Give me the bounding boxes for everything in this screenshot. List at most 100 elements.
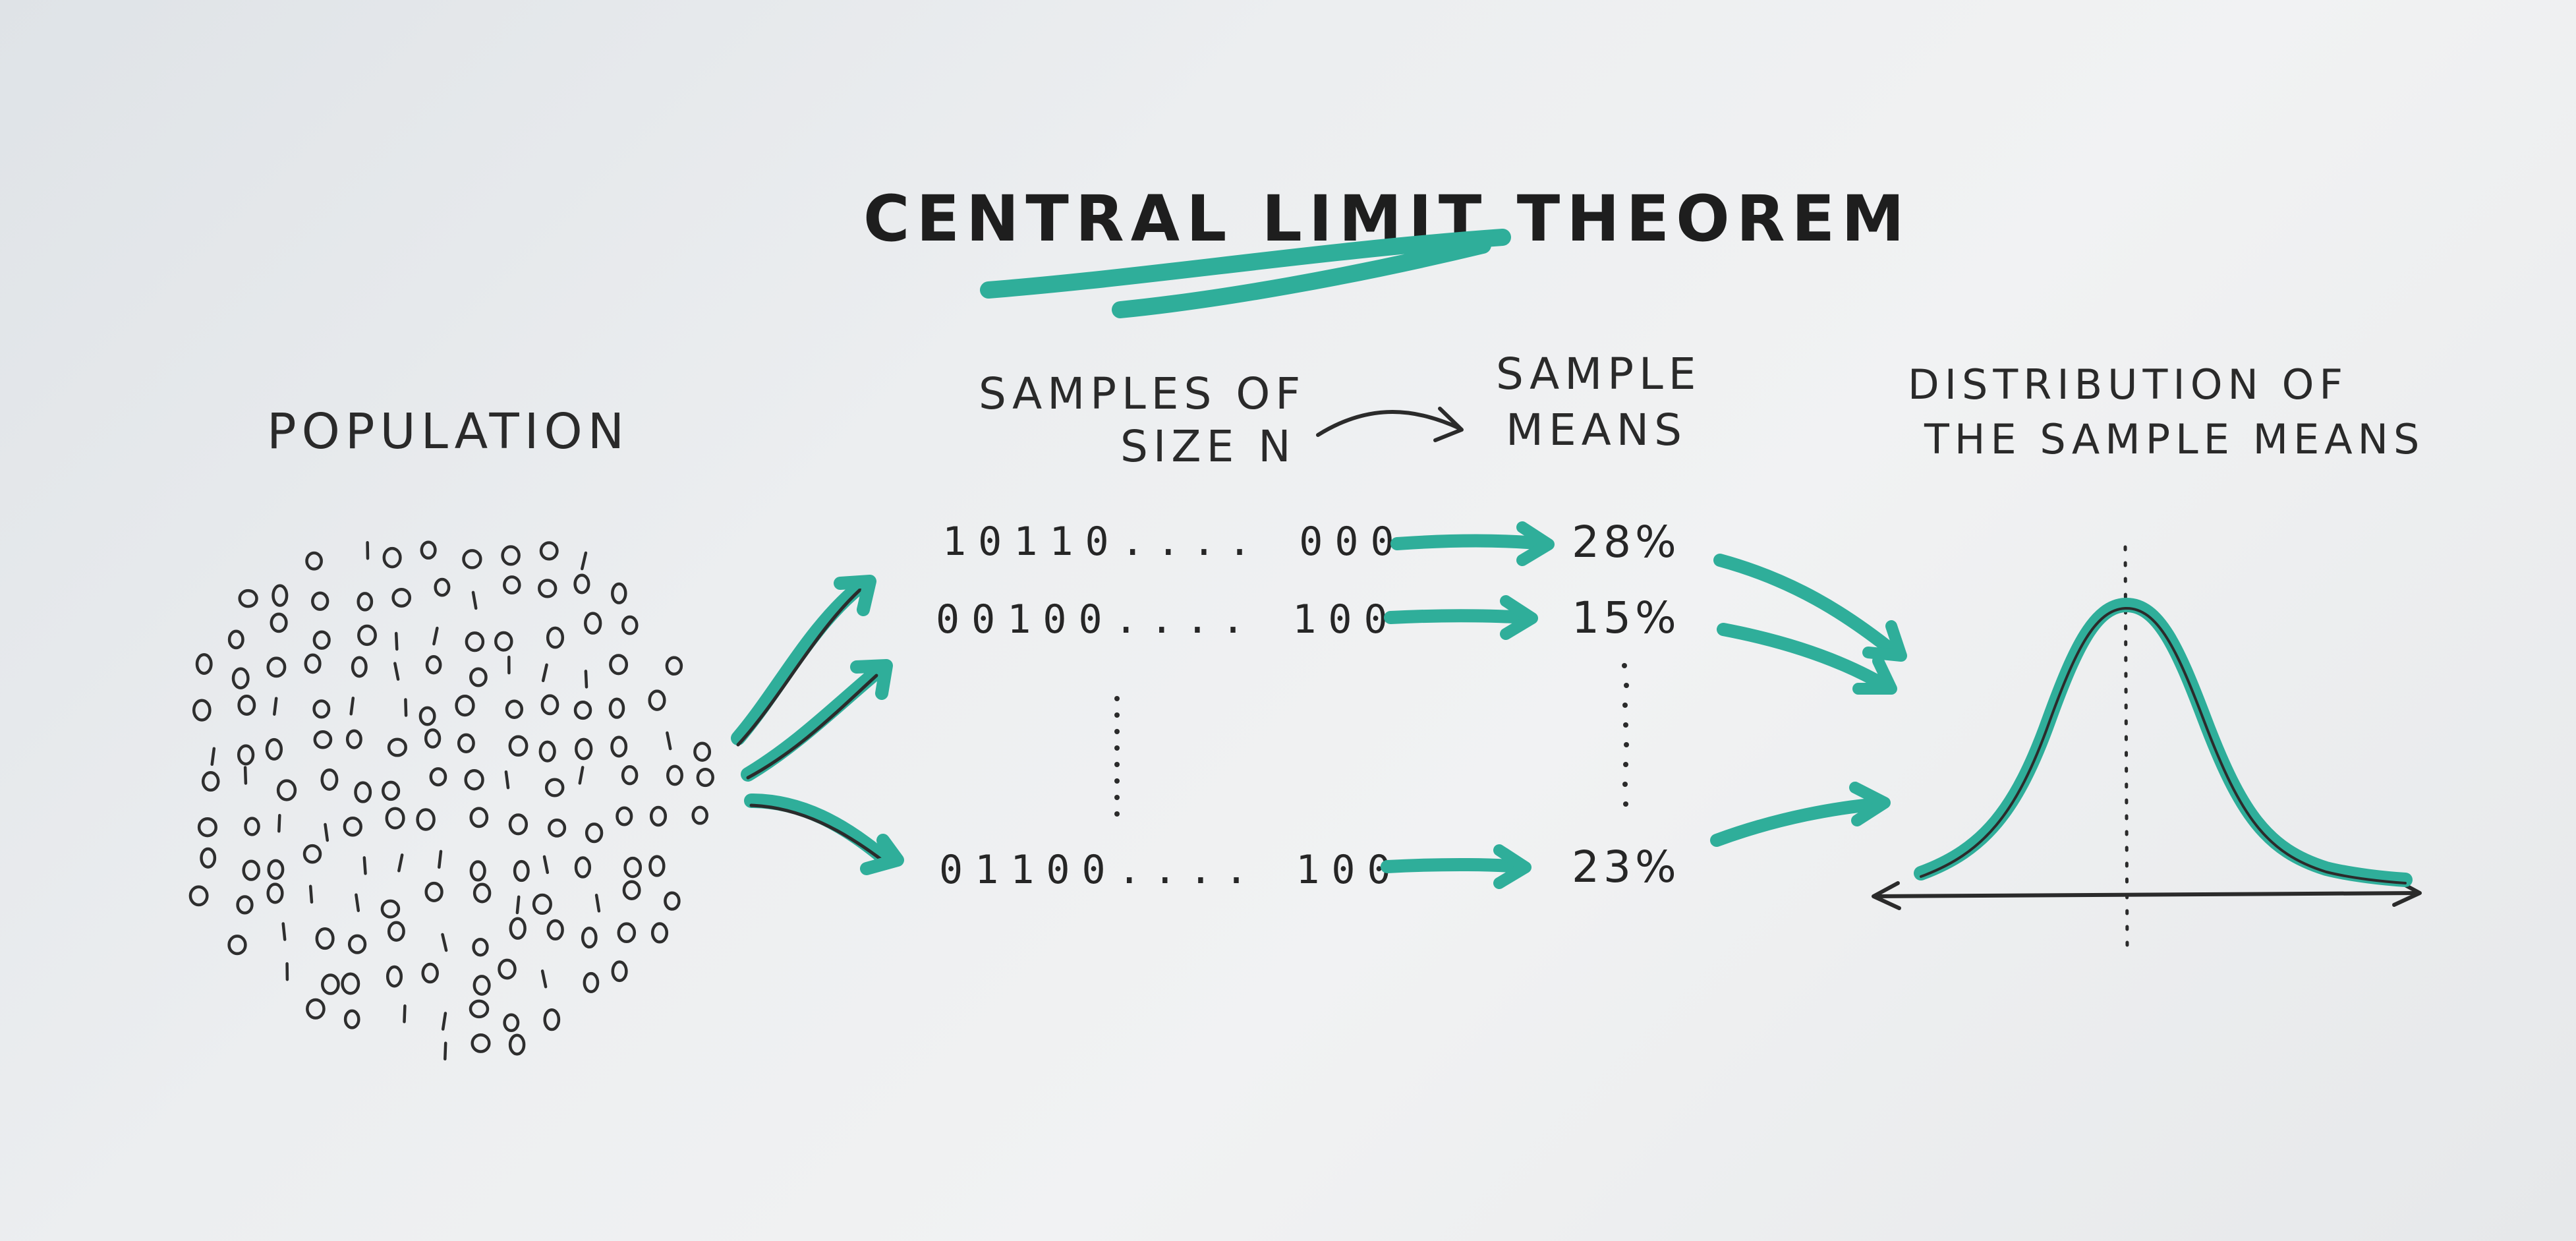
arrow-to-sample-2 bbox=[741, 659, 893, 782]
population-zero bbox=[469, 999, 490, 1019]
population-zero bbox=[584, 612, 602, 635]
population-zero bbox=[345, 729, 362, 749]
population-zero bbox=[472, 882, 492, 904]
mean-value-2: 15% bbox=[1572, 592, 1680, 643]
population-zero bbox=[696, 768, 714, 788]
population-zero bbox=[617, 922, 637, 944]
population-zero bbox=[231, 667, 250, 689]
population-one bbox=[324, 823, 329, 842]
population-one bbox=[441, 933, 448, 952]
population-zero bbox=[391, 587, 412, 608]
population-zero bbox=[347, 934, 367, 954]
population-one bbox=[394, 631, 399, 651]
population-zero bbox=[501, 545, 521, 566]
population-one bbox=[594, 894, 601, 913]
means-column: SAMPLE MEANS 28% 15% 23% bbox=[1496, 349, 1696, 892]
population-one bbox=[471, 591, 478, 610]
population-zero bbox=[539, 541, 559, 561]
population-zero bbox=[609, 654, 629, 676]
population-zero bbox=[649, 805, 668, 827]
distribution-x-axis bbox=[1872, 878, 2422, 910]
population-zero bbox=[424, 881, 444, 902]
population-zero bbox=[242, 859, 260, 881]
population-zero bbox=[621, 615, 639, 635]
population-zero bbox=[387, 921, 405, 942]
population-zero bbox=[508, 735, 529, 757]
population-zero bbox=[276, 779, 297, 801]
population-one bbox=[666, 731, 672, 751]
population-zero bbox=[621, 765, 639, 786]
population-zero bbox=[387, 737, 407, 757]
population-one bbox=[397, 853, 404, 873]
samples-header: SAMPLES OF SIZE N bbox=[979, 368, 1464, 472]
population-zero bbox=[538, 740, 556, 763]
population-zero bbox=[664, 891, 681, 911]
population-zero bbox=[574, 856, 592, 879]
population-zero bbox=[357, 592, 374, 612]
population-zero bbox=[266, 882, 284, 904]
population-zero bbox=[429, 767, 447, 787]
population-one bbox=[243, 766, 248, 785]
population-zero bbox=[421, 962, 439, 984]
population-one bbox=[541, 663, 548, 683]
sample-row-2-bits: 00100.... 100 bbox=[936, 596, 1400, 643]
population-zero bbox=[357, 624, 377, 647]
samples-to-means-arrow bbox=[1316, 407, 1464, 442]
means-label-line2: MEANS bbox=[1506, 405, 1687, 455]
population-zero bbox=[188, 885, 209, 907]
population-zero bbox=[305, 551, 323, 571]
population-zero bbox=[648, 689, 666, 711]
population-zero bbox=[469, 807, 489, 828]
population-zero bbox=[312, 699, 331, 719]
population-zero bbox=[382, 780, 401, 801]
population-zero bbox=[573, 701, 592, 720]
population-zero bbox=[321, 973, 340, 995]
population-one bbox=[273, 697, 278, 716]
population-one bbox=[584, 670, 588, 689]
population-one bbox=[441, 1012, 447, 1031]
population-zero bbox=[503, 1013, 520, 1033]
population-one bbox=[281, 922, 287, 941]
population-zero bbox=[420, 540, 437, 560]
population-one bbox=[355, 893, 360, 912]
mean-value-3: 23% bbox=[1572, 842, 1680, 892]
population-group: POPULATION bbox=[188, 403, 714, 1061]
population-zero bbox=[380, 899, 401, 919]
population-zero bbox=[237, 695, 256, 716]
population-zero bbox=[200, 847, 217, 869]
population-zero bbox=[543, 1008, 561, 1031]
population-zero bbox=[503, 575, 521, 595]
title-group: CENTRAL LIMIT THEOREM bbox=[863, 182, 1904, 318]
population-zero bbox=[573, 573, 590, 594]
population-zero bbox=[471, 1033, 491, 1053]
mean-arrow-1 bbox=[1390, 521, 1555, 566]
population-cloud bbox=[188, 540, 714, 1061]
population-zero bbox=[266, 656, 287, 678]
population-zero bbox=[244, 817, 260, 836]
population-zero bbox=[462, 549, 482, 569]
sample-rows-ellipsis bbox=[1114, 696, 1120, 817]
dist-arrow-3 bbox=[1710, 782, 1891, 847]
population-zero bbox=[311, 591, 329, 611]
population-zero bbox=[351, 656, 368, 678]
population-zero bbox=[238, 589, 258, 608]
population-zero bbox=[315, 927, 335, 950]
population-zero bbox=[227, 935, 247, 956]
population-one bbox=[515, 895, 521, 915]
population-zero bbox=[472, 975, 491, 996]
population-zero bbox=[472, 937, 489, 957]
mean-to-distribution-arrows bbox=[1710, 554, 1907, 847]
population-zero bbox=[498, 958, 517, 980]
population-one bbox=[210, 747, 216, 766]
population-zero bbox=[615, 806, 633, 826]
population-zero bbox=[343, 816, 362, 837]
sample-to-mean-arrows bbox=[1381, 521, 1555, 889]
population-one bbox=[504, 770, 510, 790]
population-one bbox=[581, 551, 588, 571]
distribution-bell-outline bbox=[1920, 606, 2407, 884]
population-zero bbox=[583, 971, 600, 993]
population-zero bbox=[610, 736, 628, 758]
population-one bbox=[349, 697, 355, 716]
sample-row-1-bits: 10110.... 000 bbox=[942, 519, 1406, 565]
